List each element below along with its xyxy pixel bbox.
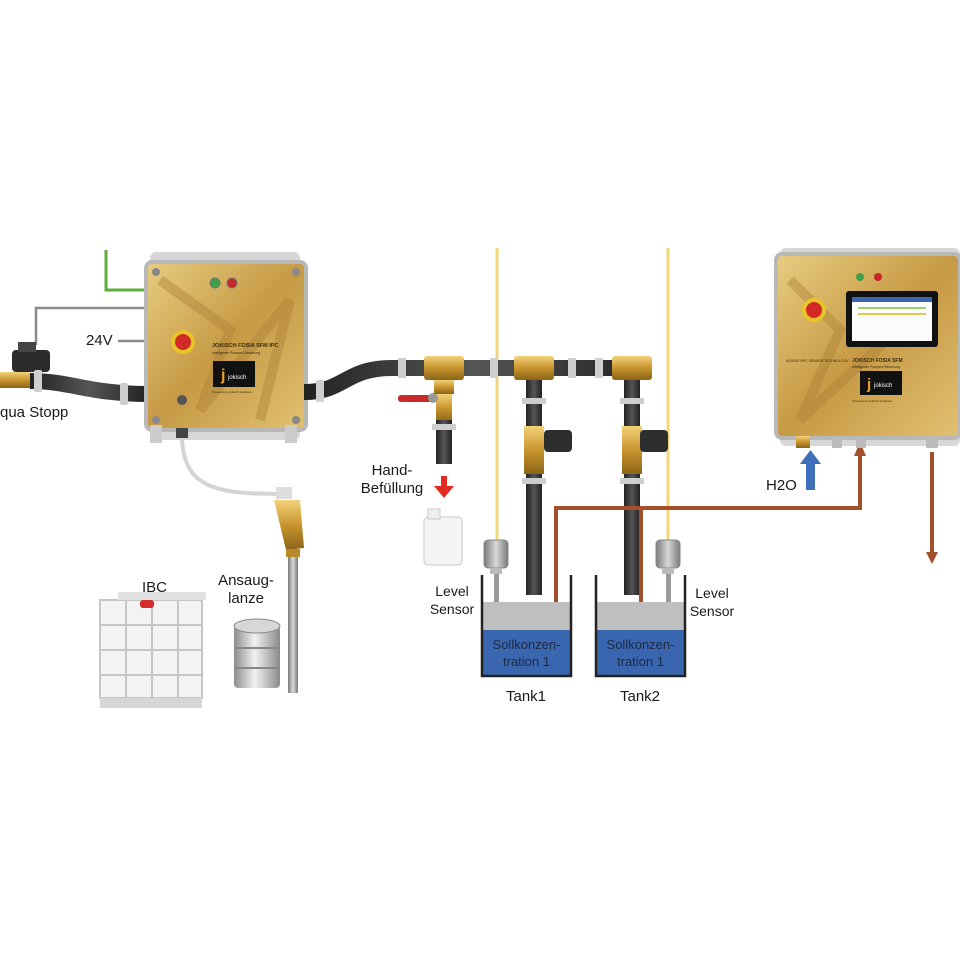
controller-right-tagline: Powered by Jokisch Solutions xyxy=(852,399,892,403)
ansauglanze-line1: Ansaug- xyxy=(218,572,274,589)
voltage-24v-label: 24V xyxy=(86,332,113,349)
controller-right: j xyxy=(774,248,960,448)
dosing-line-1 xyxy=(522,380,572,595)
manifold-tee-1 xyxy=(424,356,464,394)
tank1-content-label: Sollkonzen- tration 1 xyxy=(482,636,571,670)
controller-right-title: JOKISCH FOSIA SFM xyxy=(852,358,903,364)
green-wire xyxy=(104,250,150,292)
controller-left-tagline: Powered by Jokisch Solutions xyxy=(212,390,252,394)
level-sensor-left-line2: Sensor xyxy=(429,601,475,617)
controller-left-title: JOKISCH FOSIA SFM IPC xyxy=(212,343,278,349)
hand-befuellung-label: Hand- Befüllung xyxy=(352,462,432,498)
level-sensor-right-line2: Sensor xyxy=(689,603,735,619)
tank2-content-label: Sollkonzen- tration 1 xyxy=(596,636,685,670)
ansauglanze-label: Ansaug- lanze xyxy=(214,572,278,608)
tank1-content-line1: Sollkonzen- xyxy=(492,637,561,652)
level-sensor-left xyxy=(483,539,509,622)
return-line xyxy=(554,452,862,618)
suction-lance xyxy=(180,439,304,693)
hand-befuellung-line1: Hand- xyxy=(371,462,413,479)
ibc-label: IBC xyxy=(142,579,168,596)
pipe-inlet xyxy=(29,373,149,402)
drum-icon xyxy=(233,618,281,688)
tank2-content-line1: Sollkonzen- xyxy=(606,637,675,652)
aqua-stopp-label: qua Stopp xyxy=(0,404,69,421)
controller-right-badge: ADVISO NPC SENSOR TECHNOLOGY xyxy=(786,359,849,363)
controller-right-logo: jokisch xyxy=(873,383,892,389)
pipe-outlet xyxy=(303,360,645,400)
level-sensor-right-label: Level Sensor xyxy=(684,584,740,620)
level-sensor-left-label: Level Sensor xyxy=(424,582,480,618)
tank-2 xyxy=(594,575,687,678)
manifold-tee-3 xyxy=(612,356,652,380)
aqua-stopp-valve xyxy=(0,342,50,388)
controller-left-logo: jokisch xyxy=(227,375,246,381)
tank-1 xyxy=(480,575,573,678)
controller-left-subtitle: Intelligente Pumpen-Steuerung xyxy=(212,351,260,355)
drain-down-arrow xyxy=(926,552,938,564)
h2o-label: H2O xyxy=(766,477,797,494)
ansauglanze-line2: lanze xyxy=(228,590,264,607)
level-sensor-right-line1: Level xyxy=(695,585,729,601)
canister-icon xyxy=(423,508,463,566)
return-up-arrow xyxy=(854,442,866,456)
manifold-tee-2 xyxy=(514,356,554,380)
tank2-label: Tank2 xyxy=(619,688,661,705)
signal-wire xyxy=(34,306,150,345)
red-down-arrow xyxy=(434,476,454,498)
controller-right-subtitle: Intelligente Pumpen-Steuerung xyxy=(852,365,900,369)
tank1-content-line2: tration 1 xyxy=(503,654,550,669)
h2o-up-arrow xyxy=(800,450,821,490)
controller-left: j xyxy=(144,252,308,443)
level-sensor-left-line1: Level xyxy=(435,583,469,599)
level-sensor-right xyxy=(655,539,681,622)
tank2-content-line2: tration 1 xyxy=(617,654,664,669)
hand-befuellung-line2: Befüllung xyxy=(360,480,424,497)
svg-text:j: j xyxy=(220,367,225,384)
tank1-label: Tank1 xyxy=(505,688,547,705)
hand-fill-valve xyxy=(398,393,456,464)
svg-text:j: j xyxy=(866,376,871,393)
ibc-icon xyxy=(99,592,206,708)
dosing-line-2 xyxy=(620,380,668,595)
